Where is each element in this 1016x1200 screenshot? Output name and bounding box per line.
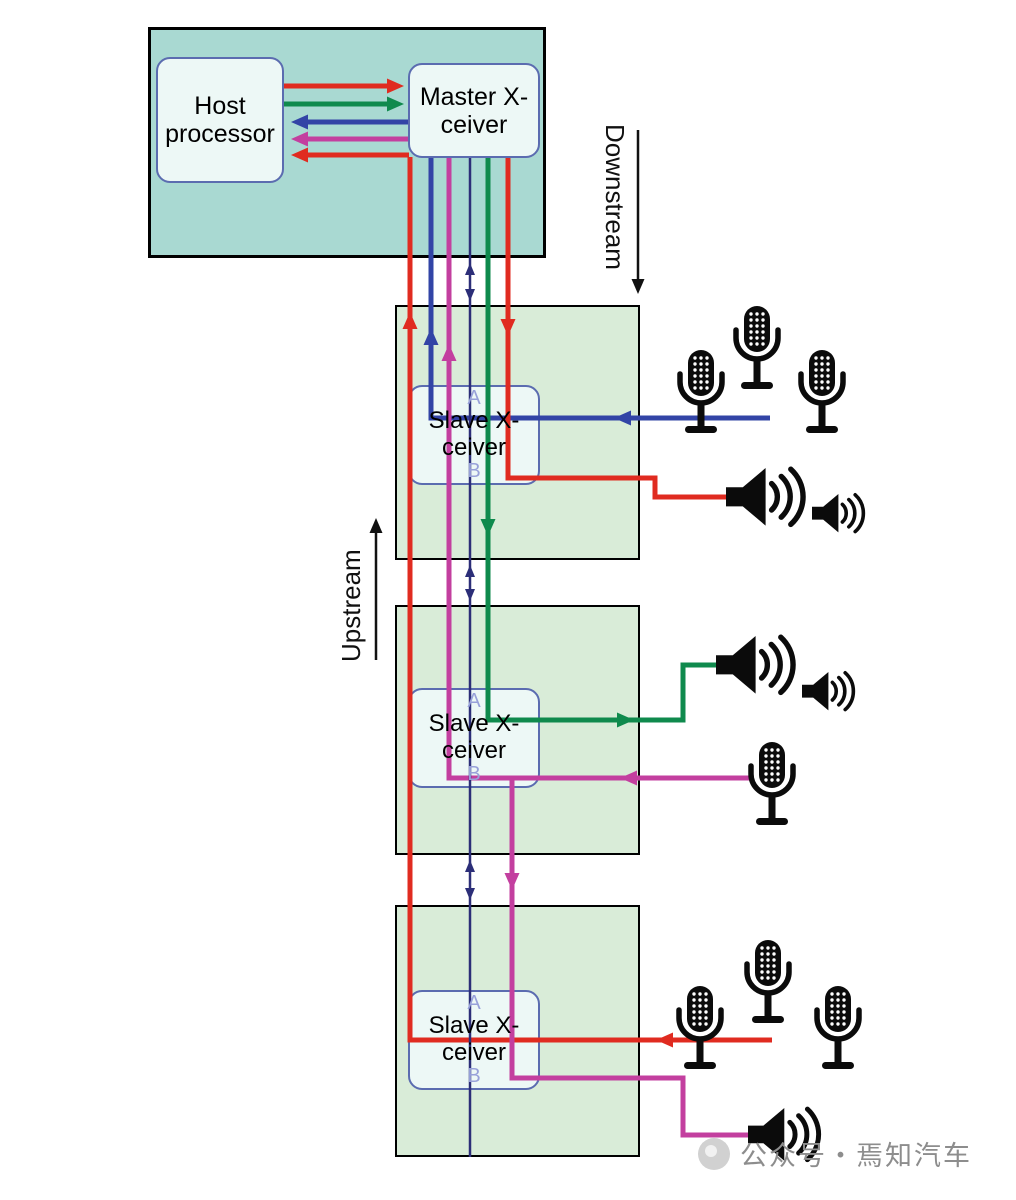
port-a-label: A [467, 690, 481, 712]
master-xceiver-node: Master X-ceiver [408, 63, 540, 158]
arrowhead [617, 712, 634, 728]
microphone-icon [679, 986, 721, 1069]
arrowhead [387, 78, 404, 94]
speaker-icon [810, 492, 866, 535]
host-processor-node: Host processor [156, 57, 284, 183]
slave-xceiver-label: Slave X-ceiver [428, 1012, 520, 1066]
arrowhead [465, 589, 475, 601]
port-b-label: B [467, 763, 481, 785]
arrowhead [465, 263, 475, 275]
arrowhead [500, 319, 516, 336]
port-a-label: A [467, 387, 481, 409]
port-b-label: B [467, 460, 481, 482]
microphone-icon [680, 350, 722, 433]
watermark-logo-icon [698, 1137, 730, 1170]
arrowhead [291, 147, 308, 163]
slave2-xceiver-labels: A Slave X-ceiver B [408, 688, 540, 788]
port-a-label: A [467, 992, 481, 1014]
slave-xceiver-label: Slave X-ceiver [428, 407, 520, 461]
arrowhead [620, 770, 637, 786]
speaker-icon [716, 636, 793, 694]
red-upstream-line [407, 157, 772, 1043]
blue-upstream-line [428, 157, 770, 421]
microphone-icon [801, 350, 843, 433]
arrowhead [291, 114, 308, 130]
arrowhead [423, 328, 439, 345]
arrowhead [614, 410, 631, 426]
microphone-icon [747, 940, 789, 1023]
red-downstream-line [505, 157, 726, 500]
host-processor-label: Host processor [165, 92, 275, 148]
down-arrow-icon [631, 279, 645, 294]
slave3-microphones [679, 940, 859, 1069]
arrowhead [387, 96, 404, 112]
watermark: 公众号・焉知汽车 [698, 1134, 972, 1173]
watermark-text: 公众号・焉知汽车 [740, 1141, 972, 1172]
upstream-label: Upstream [336, 549, 366, 662]
microphone-icon [817, 986, 859, 1069]
slave1-speakers [726, 468, 866, 535]
slave1-xceiver-labels: A Slave X-ceiver B [408, 385, 540, 485]
speaker-icon [726, 468, 803, 526]
slave1-microphones [680, 306, 843, 433]
slave3-xceiver-labels: A Slave X-ceiver B [408, 990, 540, 1090]
slave2-speakers [716, 636, 856, 713]
arrowhead [465, 565, 475, 577]
microphone-icon [751, 742, 793, 825]
arrowhead [291, 131, 308, 147]
speaker-icon [800, 670, 856, 713]
master-xceiver-label: Master X-ceiver [419, 82, 529, 139]
slave2-microphone [751, 742, 793, 825]
arrowhead [441, 344, 457, 361]
microphone-icon [736, 306, 778, 389]
downstream-label: Downstream [600, 124, 630, 270]
magenta-upstream-line [446, 157, 750, 781]
slave-xceiver-label: Slave X-ceiver [428, 710, 520, 764]
arrowhead [465, 888, 475, 900]
arrowhead [465, 860, 475, 872]
slave2-xceiver-box [408, 688, 540, 788]
arrowhead [656, 1032, 673, 1048]
up-arrow-icon [369, 518, 383, 533]
arrowhead [504, 873, 520, 890]
arrowhead [402, 312, 418, 329]
port-b-label: B [467, 1065, 481, 1087]
arrowhead [480, 519, 496, 536]
arrowhead [465, 289, 475, 301]
magenta-downstream-line [509, 778, 750, 1138]
